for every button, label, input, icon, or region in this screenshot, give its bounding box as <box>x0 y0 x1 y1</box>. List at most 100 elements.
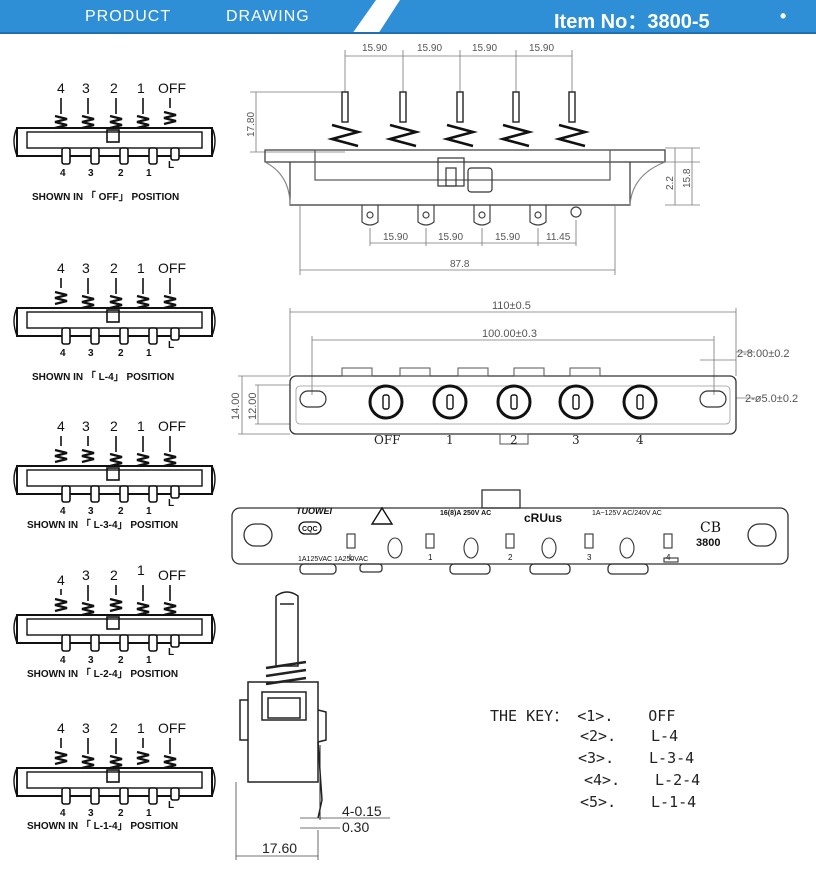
pos3-pin-l: L <box>168 498 174 509</box>
pos2-label-1: 1 <box>137 260 145 276</box>
pos3-label-3: 3 <box>82 418 90 434</box>
top-view <box>238 308 755 445</box>
pos2-label-4: 4 <box>57 260 65 276</box>
side-view-dimensions: 4-0.15 0.30 17.60 <box>262 803 382 856</box>
pos3-label-2: 2 <box>110 418 118 434</box>
pos5-label-3: 3 <box>82 720 90 736</box>
pos1-label-3: 3 <box>82 80 90 96</box>
pos4-label-off: OFF <box>158 567 186 583</box>
key-title: THE KEY： <box>490 707 569 725</box>
key-code-4: <4>. <box>584 771 621 789</box>
key-value-4: L-2-4 <box>655 771 701 789</box>
position-diagram-2: 4 3 2 1 OFF 4 3 2 1 L SHOWN IN 「 L-4」 PO… <box>13 260 216 383</box>
pos3-pin-1: 1 <box>146 506 152 517</box>
model-number: 3800 <box>696 537 720 549</box>
pos1-label-1: 1 <box>137 80 145 96</box>
top-view-dimensions: 110±0.5 100.00±0.3 2-8.00±0.2 2-ø5.0±0.2… <box>230 300 798 420</box>
header-product-word: PRODUCT <box>85 8 172 25</box>
pos4-pin-3: 3 <box>88 655 94 666</box>
pos3-pin-4: 4 <box>60 506 66 517</box>
pos3-label-1: 1 <box>137 418 145 434</box>
banner-background <box>0 0 816 34</box>
side-view <box>239 591 327 820</box>
pos1-label-4: 4 <box>57 80 65 96</box>
front-dim-bottom-2: 15.90 <box>438 232 463 243</box>
front-dim-bottom-3: 15.90 <box>495 232 520 243</box>
bottom-view-text: TUOWEI CQC 16(8)A 250V AC cRUus 1A~125V … <box>296 506 721 563</box>
pos4-label-4: 4 <box>57 572 65 588</box>
button-label-off: OFF <box>374 433 401 447</box>
pos1-caption: SHOWN IN 「 OFF」 POSITION <box>32 190 179 203</box>
key-row-2: <2>. L-4 <box>580 727 678 745</box>
position-diagram-3: 4 3 2 1 OFF 4 3 2 1 L SHOWN IN 「 L-3-4」 … <box>13 418 216 531</box>
pos1-pin-3: 3 <box>88 168 94 179</box>
top-view-button-labels: OFF 1 2 3 4 <box>374 433 644 447</box>
pos4-label-3: 3 <box>82 567 90 583</box>
item-number: Item No：3800-5 <box>554 11 710 33</box>
top-dim-overall: 110±0.5 <box>492 300 531 312</box>
front-dim-overall: 87.8 <box>450 259 470 270</box>
front-dim-right-large: 15.8 <box>682 168 693 188</box>
pos1-label-off: OFF <box>158 80 186 96</box>
pos2-pin-4: 4 <box>60 348 66 359</box>
front-dim-top-3: 15.90 <box>472 43 497 54</box>
pos5-label-off: OFF <box>158 720 186 736</box>
pos5-pin-1: 1 <box>146 808 152 819</box>
cb-mark: CB <box>700 520 721 536</box>
front-view <box>250 50 700 275</box>
key-value-1: OFF <box>648 707 676 725</box>
header-dot: • <box>780 6 787 26</box>
button-label-1: 1 <box>446 433 454 447</box>
front-dim-top-4: 15.90 <box>529 43 554 54</box>
key-row-5: <5>. L-1-4 <box>580 793 696 811</box>
pos4-pin-l: L <box>168 647 174 658</box>
front-dim-bottom-4: 11.45 <box>546 232 571 243</box>
top-dim-height-outer: 14.00 <box>230 392 242 420</box>
rating-center: 16(8)A 250V AC <box>440 510 491 517</box>
pos4-label-1: 1 <box>137 562 145 578</box>
pos3-caption: SHOWN IN 「 L-3-4」 POSITION <box>27 518 178 531</box>
position-diagram-1: 4 3 2 1 OFF 4 3 2 1 L SHOWN IN 「 OFF」 PO… <box>13 80 216 203</box>
pos2-pin-3: 3 <box>88 348 94 359</box>
front-dim-top-1: 15.90 <box>362 43 387 54</box>
pos2-label-2: 2 <box>110 260 118 276</box>
rating-bottom-left: 1A125VAC 1A250VAC <box>298 556 368 563</box>
header-drawing-word: DRAWING <box>226 8 310 25</box>
pos2-label-off: OFF <box>158 260 186 276</box>
pos3-label-4: 4 <box>57 418 65 434</box>
button-label-2: 2 <box>510 433 518 447</box>
key-code-3: <3>. <box>578 749 615 767</box>
pos1-pin-1: 1 <box>146 168 152 179</box>
terminal-label-1: 1 <box>428 553 433 562</box>
key-title-row: THE KEY： <1>. OFF <box>490 705 675 726</box>
front-dim-height: 17.80 <box>246 112 257 137</box>
front-dim-right-small: 2.2 <box>665 176 676 190</box>
front-view-dimensions: 15.90 15.90 15.90 15.90 17.80 2.2 15.8 1… <box>246 43 693 270</box>
header-banner: PRODUCT DRAWING Item No：3800-5 • <box>0 0 816 34</box>
side-dim-thickness: 4-0.15 <box>342 803 382 819</box>
key-row-3: <3>. L-3-4 <box>578 749 694 767</box>
pos5-pin-3: 3 <box>88 808 94 819</box>
side-dim-pin: 0.30 <box>342 819 369 835</box>
position-diagram-4: 4 3 2 1 OFF 4 3 2 1 L SHOWN IN 「 L-2-4」 … <box>13 562 216 680</box>
ul-mark: cRUus <box>524 511 562 525</box>
pos5-pin-2: 2 <box>118 808 124 819</box>
front-dim-bottom-1: 15.90 <box>383 232 408 243</box>
pos1-label-2: 2 <box>110 80 118 96</box>
key-value-3: L-3-4 <box>649 749 695 767</box>
pos4-caption: SHOWN IN 「 L-2-4」 POSITION <box>27 667 178 680</box>
top-dim-height-inner: 12.00 <box>247 392 259 420</box>
cqc-badge: CQC <box>302 526 318 533</box>
pos5-label-2: 2 <box>110 720 118 736</box>
key-code-2: <2>. <box>580 727 617 745</box>
pos2-pin-2: 2 <box>118 348 124 359</box>
terminal-label-l: L <box>349 553 354 562</box>
pos5-label-4: 4 <box>57 720 65 736</box>
brand-logo: TUOWEI <box>296 506 332 516</box>
terminal-label-2: 2 <box>508 553 513 562</box>
bottom-view <box>231 489 789 575</box>
pos4-pin-1: 1 <box>146 655 152 666</box>
key-value-5: L-1-4 <box>651 793 697 811</box>
button-label-3: 3 <box>572 433 580 447</box>
pos3-pin-2: 2 <box>118 506 124 517</box>
